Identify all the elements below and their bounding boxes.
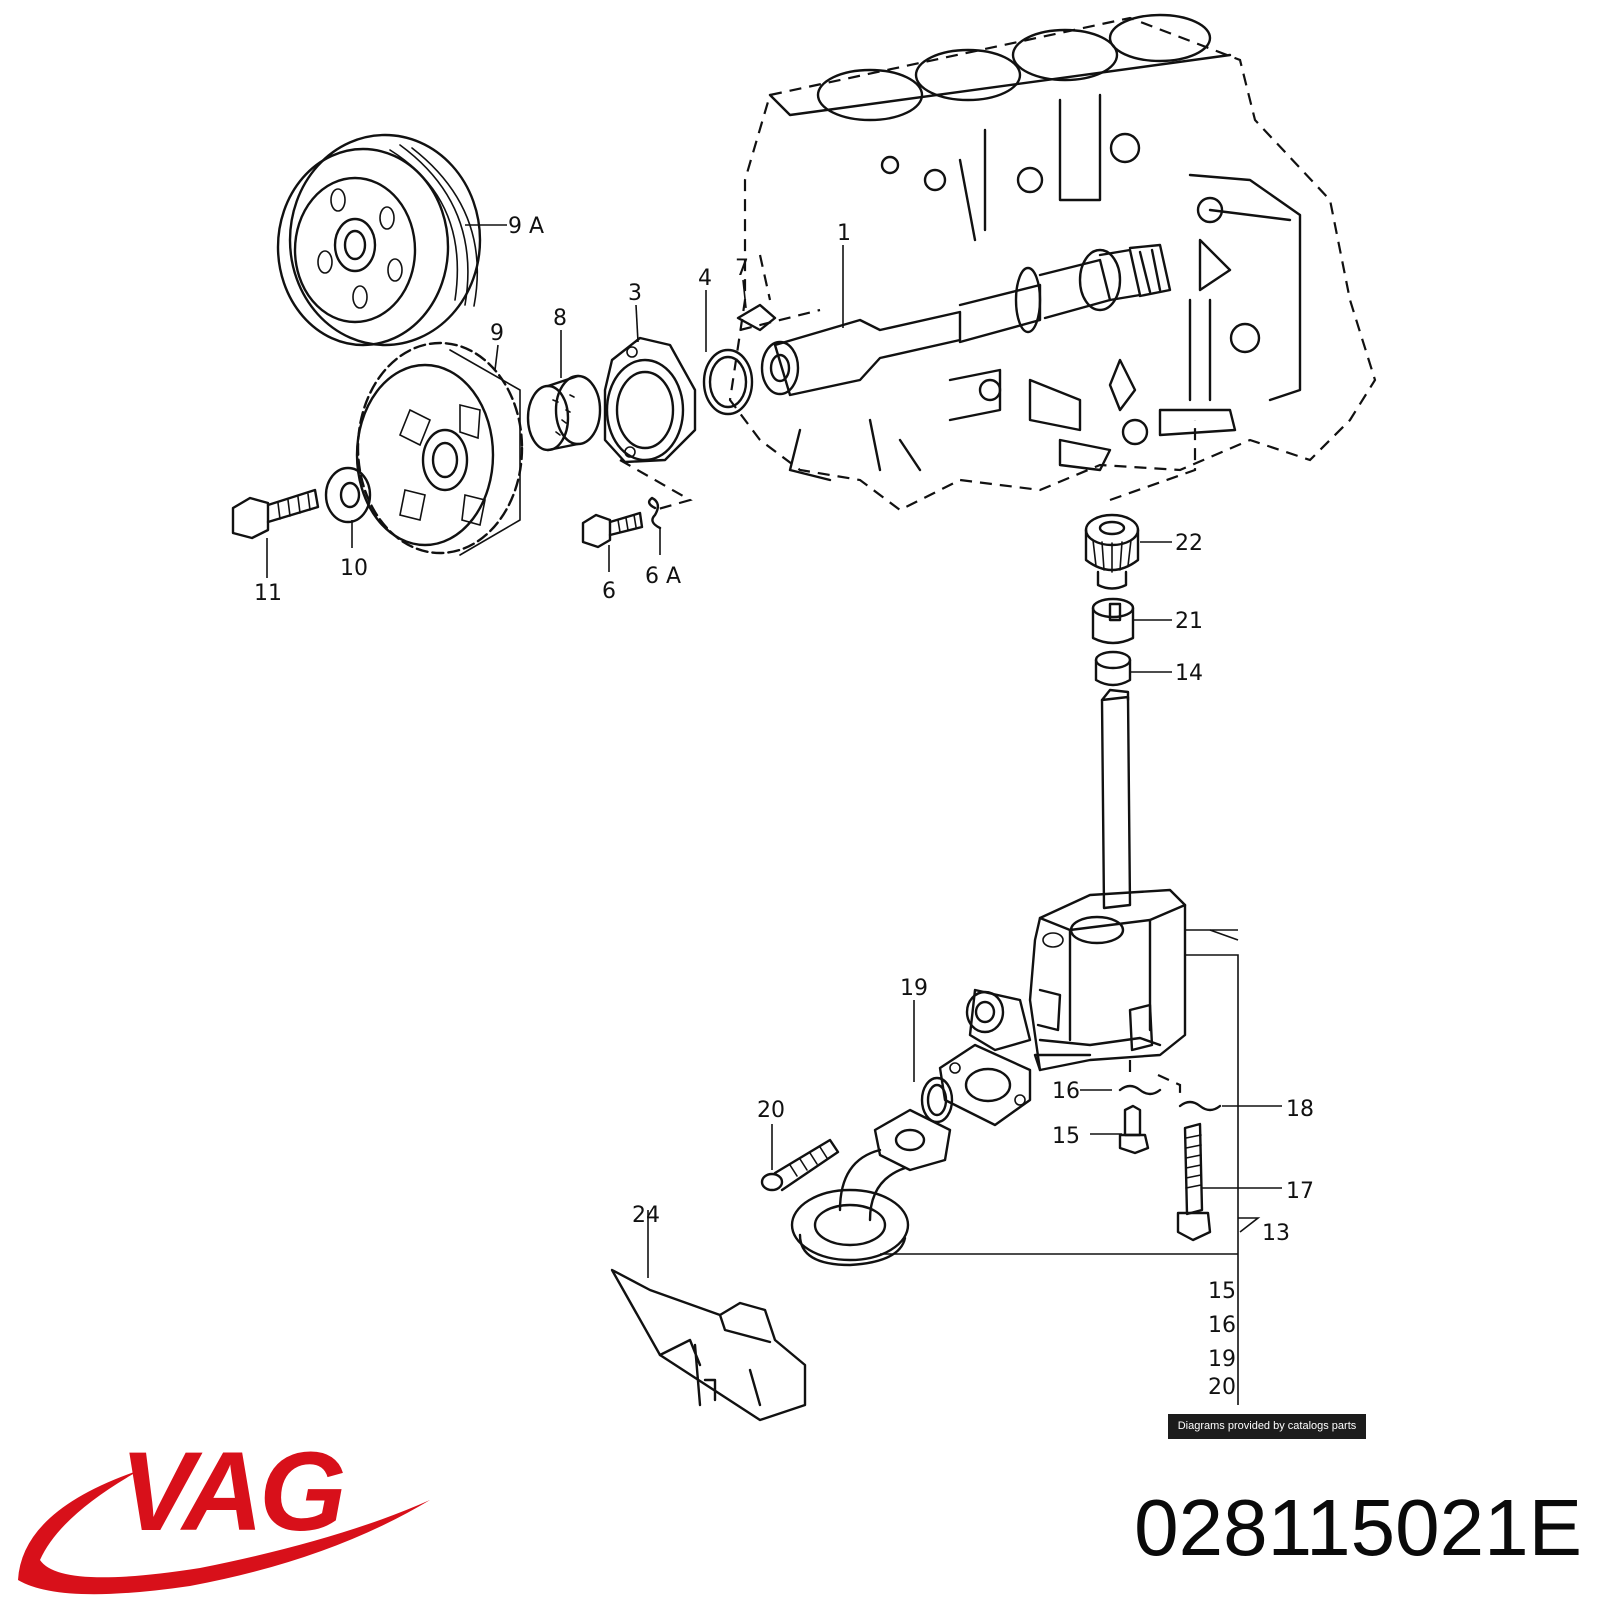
oil-seal-8 <box>526 374 602 452</box>
baffle-24 <box>610 1268 807 1422</box>
engine-block <box>728 13 1377 512</box>
callout-7: 7 <box>735 256 749 281</box>
washer-18 <box>1178 1100 1222 1112</box>
callout-22: 22 <box>1175 531 1203 556</box>
callout-9: 9 <box>490 321 504 346</box>
bolt-20 <box>760 1138 840 1192</box>
callout-13: 13 <box>1262 1221 1290 1246</box>
callout-8: 8 <box>553 306 567 331</box>
washer-10 <box>324 466 372 524</box>
callout-24: 24 <box>632 1203 660 1228</box>
diagram-credit: Diagrams provided by catalogs parts <box>1168 1414 1366 1439</box>
bolt-17 <box>1176 1122 1212 1242</box>
kit-item-2: 16 <box>1208 1313 1236 1338</box>
callout-19: 19 <box>900 976 928 1001</box>
o-ring-19 <box>920 1076 954 1124</box>
callout-4: 4 <box>698 266 712 291</box>
callout-17: 17 <box>1286 1179 1314 1204</box>
drive-gear-22 <box>1084 513 1140 590</box>
woodruff-key <box>736 303 777 332</box>
bushing-21 <box>1091 597 1135 645</box>
callout-15: 15 <box>1052 1124 1080 1149</box>
callout-10: 10 <box>340 556 368 581</box>
bushing-14 <box>1094 650 1132 687</box>
kit-item-4: 20 <box>1208 1375 1236 1400</box>
callout-6: 6 <box>602 579 616 604</box>
callout-6a: 6 A <box>645 564 681 589</box>
oil-pump <box>938 688 1187 1127</box>
intermediate-shaft <box>760 243 1172 397</box>
brand-logo: VAG <box>120 1429 346 1554</box>
flange-3 <box>603 336 697 464</box>
callout-18: 18 <box>1286 1097 1314 1122</box>
washer-16 <box>1118 1084 1162 1096</box>
callout-labels: 9 A 9 8 3 4 7 1 11 10 6 6 A 22 21 14 19 … <box>254 214 1314 1400</box>
callout-16: 16 <box>1052 1079 1080 1104</box>
gasket-4 <box>702 348 754 416</box>
leader-lines <box>266 224 1282 1405</box>
callout-20: 20 <box>757 1098 785 1123</box>
callout-9a: 9 A <box>508 214 544 239</box>
part-number: 028115021E <box>1134 1483 1582 1572</box>
bolt-6 <box>581 511 644 549</box>
callout-1: 1 <box>837 221 851 246</box>
callout-11: 11 <box>254 581 282 606</box>
sprocket-9 <box>355 341 524 556</box>
suction-pipe <box>790 1108 952 1267</box>
callout-21: 21 <box>1175 609 1203 634</box>
brand-swoosh <box>18 1470 430 1595</box>
bolt-11 <box>231 488 320 540</box>
spring-washer-6a <box>647 496 662 530</box>
callout-14: 14 <box>1175 661 1203 686</box>
pulley-9a <box>276 133 482 347</box>
bolt-15 <box>1118 1104 1150 1155</box>
kit-item-3: 19 <box>1208 1347 1236 1372</box>
callout-3: 3 <box>628 281 642 306</box>
kit-item-1: 15 <box>1208 1279 1236 1304</box>
